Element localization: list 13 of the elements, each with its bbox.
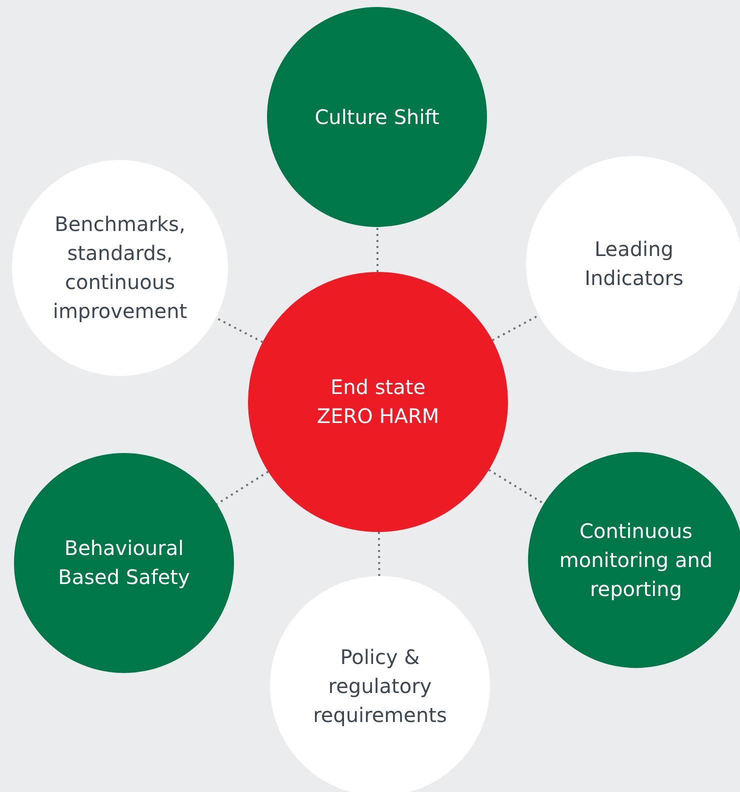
connector-line bbox=[215, 316, 264, 343]
connector-line bbox=[492, 314, 540, 342]
node-label: Policy & regulatory requirements bbox=[312, 644, 448, 728]
node-label: End state ZERO HARM bbox=[316, 374, 440, 430]
connector-line bbox=[216, 470, 269, 505]
node-label: Culture Shift bbox=[314, 104, 440, 130]
connector-line bbox=[376, 227, 379, 272]
connector-line bbox=[488, 469, 544, 504]
connector-line bbox=[378, 532, 380, 576]
node-label: Leading Indicators bbox=[584, 236, 684, 292]
node-label: Behavioural Based Safety bbox=[57, 535, 191, 591]
node-label: Benchmarks, standards, continuous improvement bbox=[52, 211, 188, 325]
node-label: Continuous monitoring and reporting bbox=[558, 518, 714, 602]
